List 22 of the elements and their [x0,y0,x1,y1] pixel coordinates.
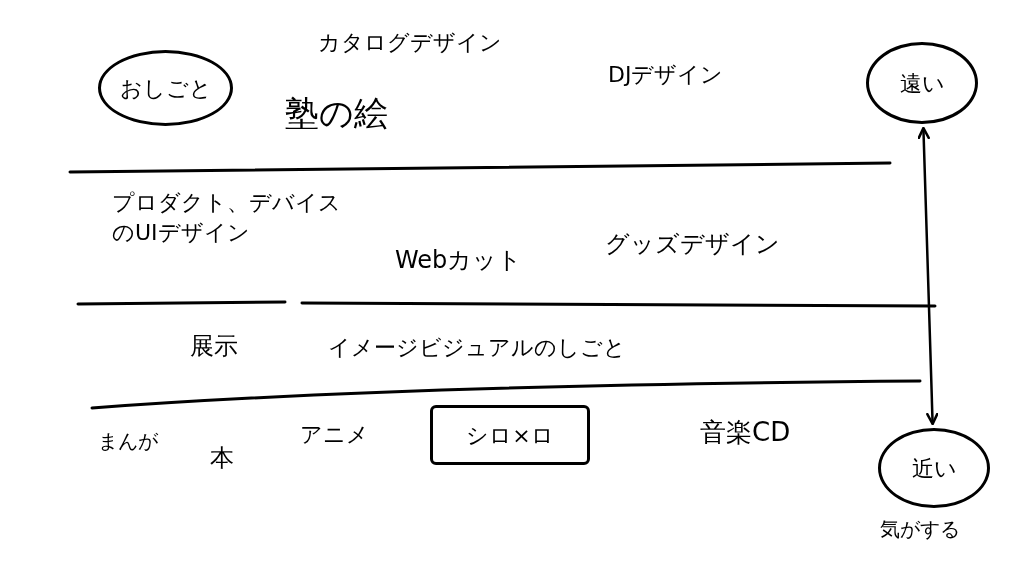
category-text: カタログデザイン [318,29,503,57]
boxed-label [430,405,590,465]
category-text: 本 [210,443,235,474]
double-arrow [917,126,939,426]
circled-label [878,428,990,508]
category-text: DJデザイン [608,61,725,89]
node-text: 遠い [899,69,945,98]
circled-label [98,50,233,126]
category-text: イメージビジュアルのしごと [328,334,627,362]
category-text: プロダクト、デバイスのUIデザイン [112,189,342,248]
side-note: 気がする [880,516,960,543]
category-text: 音楽CD [700,416,792,449]
node-text: おしごと [119,74,212,103]
category-text: 塾の絵 [285,92,389,135]
node-text: シロ×ロ [466,421,554,450]
node-text: 近い [911,454,957,483]
category-text: 展示 [190,331,239,362]
category-text: Webカット [395,245,524,276]
category-text: アニメ [300,421,370,449]
category-text: まんが [98,428,159,455]
circled-label [866,42,978,124]
category-text: グッズデザイン [605,229,781,260]
